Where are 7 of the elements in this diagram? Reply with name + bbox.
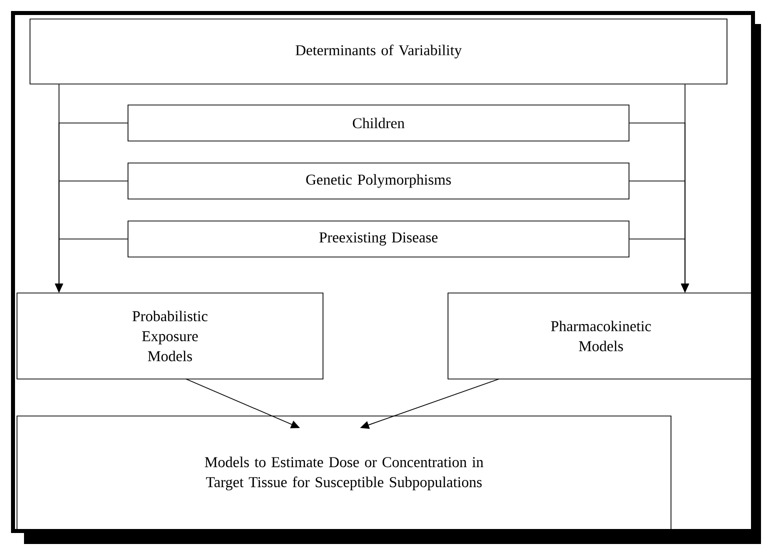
text-box: Models to Estimate Dose or Concentration in Target Tissue for Susceptible Subpopulations (16, 416, 672, 532)
text-box: Probabilistic Exposure Models (16, 292, 324, 380)
text-box: Determinants of Variability (30, 18, 728, 84)
text-box: Preexisting Disease (128, 220, 630, 258)
text-box: Pharmacokinetic Models (448, 292, 754, 380)
text-box: Children (128, 104, 630, 142)
text-box: Genetic Polymorphisms (128, 162, 630, 200)
